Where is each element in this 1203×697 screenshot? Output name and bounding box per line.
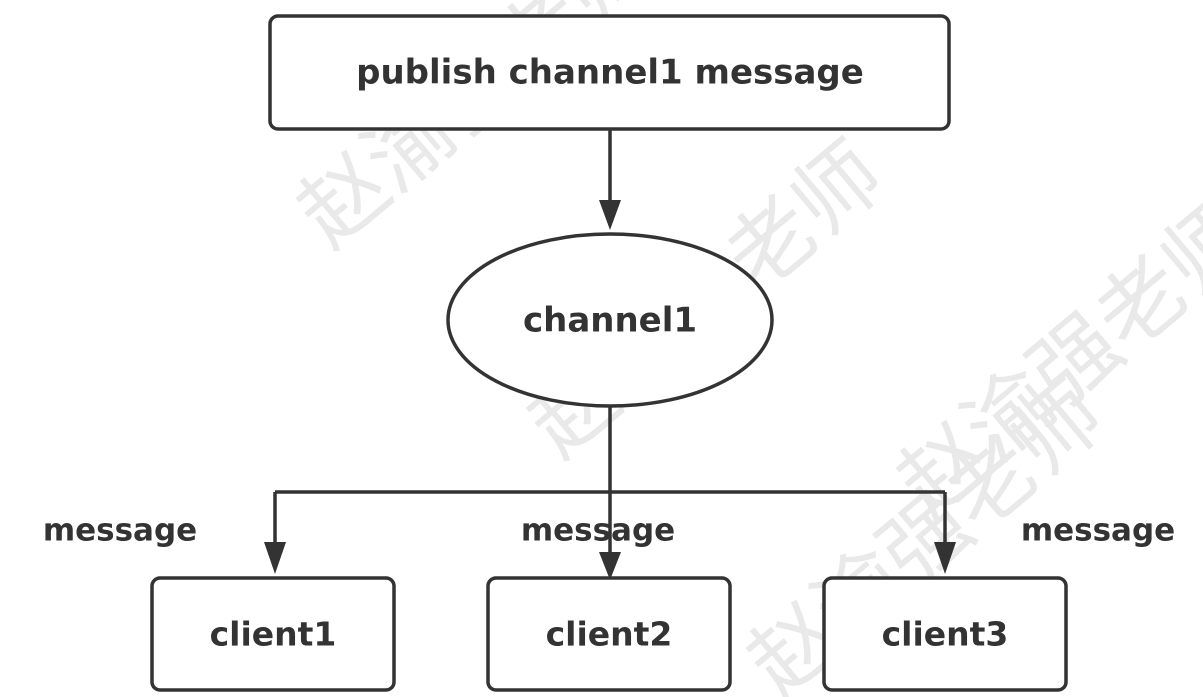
client2-box xyxy=(486,576,732,692)
edge-label-client1: message xyxy=(43,513,197,549)
connectors xyxy=(264,130,956,580)
client3-label: client3 xyxy=(882,615,1009,654)
node-client1: client1 xyxy=(150,576,396,692)
client3-box xyxy=(822,576,1068,692)
node-publish: publish channel1 message xyxy=(268,14,951,131)
edge-label-client2: message xyxy=(521,513,675,549)
arrowhead-client2 xyxy=(599,552,621,580)
edge-labels: message message message xyxy=(43,513,1175,549)
node-client2: client2 xyxy=(486,576,732,692)
channel-label: channel1 xyxy=(523,301,697,341)
client1-box xyxy=(150,576,396,692)
channel-ellipse xyxy=(446,232,774,408)
client1-label: client1 xyxy=(210,615,337,654)
publish-label: publish channel1 message xyxy=(356,53,864,93)
arrowhead-client3 xyxy=(934,542,956,574)
node-channel: channel1 xyxy=(446,232,774,408)
arrowhead-client1 xyxy=(264,542,286,574)
client2-label: client2 xyxy=(546,615,673,654)
publish-box xyxy=(268,14,951,131)
arrowhead-channel xyxy=(599,200,621,230)
edge-label-client3: message xyxy=(1021,513,1175,549)
node-client3: client3 xyxy=(822,576,1068,692)
